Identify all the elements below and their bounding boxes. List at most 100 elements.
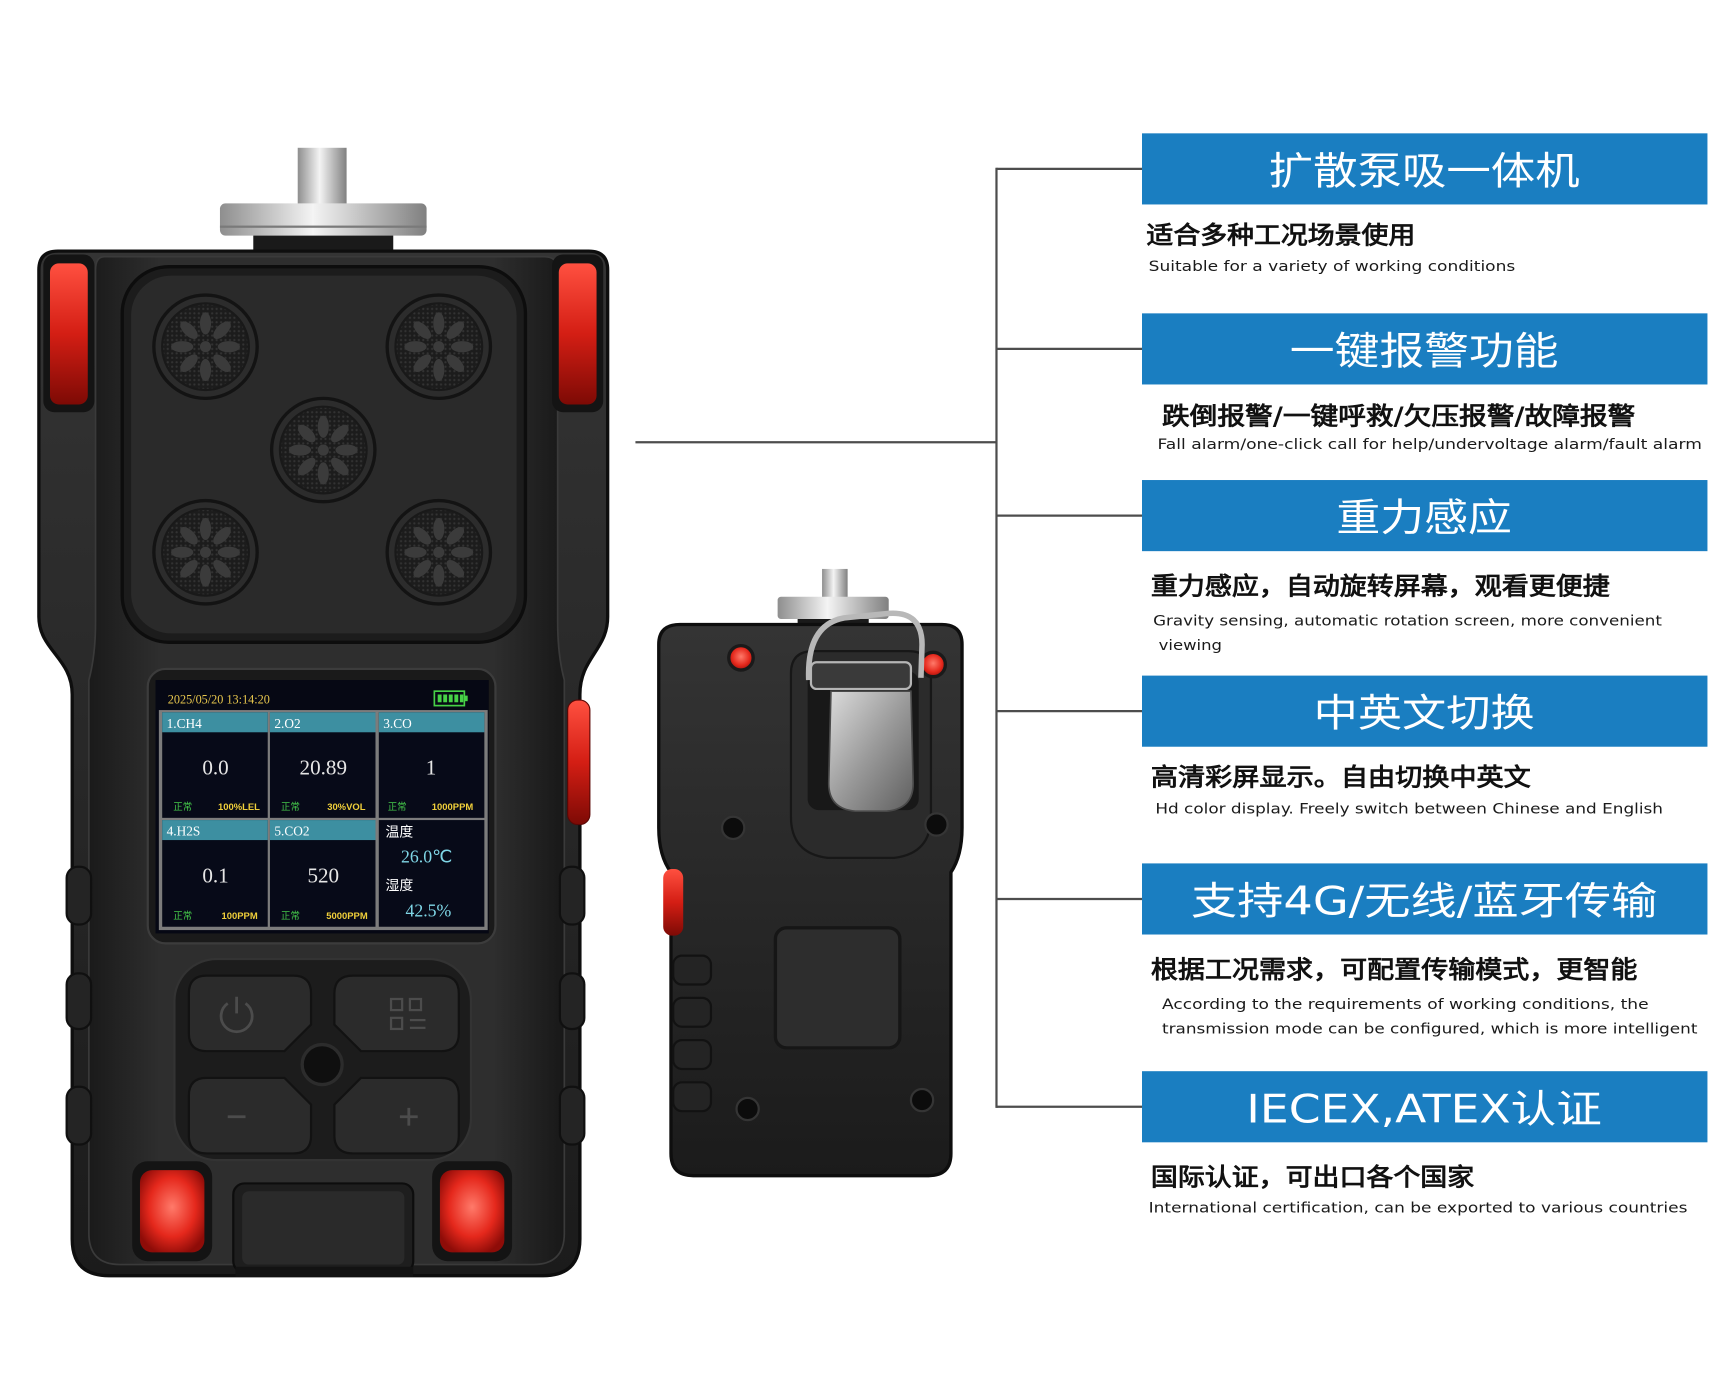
back-label-recess bbox=[773, 926, 902, 1050]
gas-cell-unit: 1000PPM bbox=[432, 802, 474, 813]
feature-title: IECEX,ATEX认证 bbox=[1246, 1087, 1601, 1132]
back-grip-rib bbox=[672, 954, 713, 986]
minus-button bbox=[187, 1076, 313, 1155]
gas-detector-back bbox=[657, 568, 964, 1178]
battery-bar bbox=[437, 694, 442, 703]
gas-cell-status: 正常 bbox=[173, 910, 192, 922]
left-grip bbox=[65, 1085, 93, 1146]
device-screen: 2025/05/20 13:14:20 1.CH4 0.0 正常 100%LEL… bbox=[155, 680, 489, 934]
back-alarm-light-right bbox=[919, 650, 948, 679]
right-grip bbox=[558, 972, 586, 1031]
feature-description-cn: 根据工况需求，可配置传输模式，更智能 bbox=[1151, 955, 1638, 984]
bottom-left-alarm-light bbox=[139, 1170, 205, 1253]
right-alarm-light bbox=[558, 263, 597, 405]
feature-description-cn: 跌倒报警/一键呼救/欠压报警/故障报警 bbox=[1162, 401, 1636, 430]
feature-description-cn: 高清彩屏显示。自由切换中英文 bbox=[1151, 763, 1532, 792]
feature-title: 支持4G/无线/蓝牙传输 bbox=[1191, 880, 1658, 925]
battery-bar bbox=[448, 694, 453, 703]
feature-description-en: According to the requirements of working… bbox=[1162, 997, 1649, 1013]
humidity-label: 湿度 bbox=[385, 878, 413, 894]
plus-button bbox=[333, 1076, 460, 1155]
feature-description-cn: 重力感应，自动旋转屏幕，观看更便捷 bbox=[1151, 571, 1610, 600]
gas-cell-label: 2.O2 bbox=[274, 716, 300, 731]
feature-item: 一键报警功能 跌倒报警/一键呼救/欠压报警/故障报警 Fall alarm/on… bbox=[1142, 313, 1708, 453]
temperature-value: 26.0℃ bbox=[401, 846, 452, 866]
feature-description-en: Hd color display. Freely switch between … bbox=[1155, 801, 1663, 817]
gas-cell-unit: 100%LEL bbox=[218, 802, 260, 813]
gas-cell-header bbox=[269, 712, 376, 733]
gas-cell-value: 0.0 bbox=[202, 756, 228, 780]
env-cell bbox=[378, 820, 485, 927]
gas-cell-unit: 100PPM bbox=[222, 911, 258, 922]
gas-cell-status: 正常 bbox=[281, 910, 300, 922]
back-grip-rib bbox=[672, 1038, 713, 1071]
sensor-grille-top-right bbox=[384, 292, 494, 402]
battery-bar bbox=[459, 694, 464, 703]
feature-title-bar bbox=[1142, 133, 1708, 205]
battery-bar bbox=[443, 694, 448, 703]
menu-button bbox=[333, 974, 460, 1053]
feature-title: 一键报警功能 bbox=[1290, 329, 1559, 374]
gas-cell-label: 1.CH4 bbox=[167, 716, 203, 731]
feature-title: 中英文切换 bbox=[1314, 692, 1535, 737]
gas-cell-unit: 30%VOL bbox=[327, 802, 366, 813]
bottom-port-lip bbox=[235, 1266, 414, 1277]
left-alarm-light bbox=[49, 263, 88, 405]
humidity-value: 42.5% bbox=[405, 901, 451, 921]
feature-description-cn: 国际认证，可出口各个国家 bbox=[1151, 1163, 1475, 1192]
gas-cell-label: 4.H2S bbox=[167, 824, 201, 839]
gas-cell-value: 0.1 bbox=[202, 863, 228, 887]
feature-description-en: viewing bbox=[1159, 638, 1222, 654]
back-side-sos-button bbox=[663, 868, 684, 936]
connector-lines bbox=[635, 167, 1143, 1108]
feature-item: 扩散泵吸一体机 适合多种工况场景使用 Suitable for a variet… bbox=[1142, 133, 1708, 275]
sensor-grille-bottom-right bbox=[384, 497, 494, 607]
sensor-grille-center bbox=[268, 395, 378, 505]
gas-cell-header bbox=[378, 712, 485, 733]
power-icon bbox=[219, 996, 254, 1034]
gas-cell-header bbox=[162, 712, 268, 733]
gas-cell-label: 3.CO bbox=[383, 716, 412, 731]
gas-cell-status: 正常 bbox=[173, 801, 192, 813]
feature-item: IECEX,ATEX认证 国际认证，可出口各个国家 International … bbox=[1142, 1071, 1708, 1216]
temperature-label: 温度 bbox=[385, 825, 413, 841]
gas-cell-header bbox=[162, 820, 268, 841]
feature-description-en: Gravity sensing, automatic rotation scre… bbox=[1153, 614, 1662, 630]
gas-cell-value: 20.89 bbox=[300, 756, 347, 780]
qr-square bbox=[389, 997, 404, 1012]
gas-cell-value: 1 bbox=[426, 756, 437, 780]
right-grip bbox=[558, 865, 586, 926]
screw-hole bbox=[735, 1096, 760, 1122]
qr-square bbox=[389, 1016, 404, 1031]
feature-title: 扩散泵吸一体机 bbox=[1269, 149, 1580, 194]
power-icon-arc bbox=[219, 1002, 254, 1034]
feature-title-bar bbox=[1142, 480, 1708, 552]
battery-icon bbox=[433, 690, 468, 707]
feature-item: 支持4G/无线/蓝牙传输 根据工况需求，可配置传输模式，更智能 Accordin… bbox=[1142, 863, 1708, 1037]
feature-item: 重力感应 重力感应，自动旋转屏幕，观看更便捷 Gravity sensing, … bbox=[1142, 480, 1708, 654]
side-sos-button bbox=[567, 699, 591, 826]
feature-description-en: Fall alarm/one-click call for help/under… bbox=[1158, 437, 1702, 453]
back-top-connector-rod bbox=[822, 568, 848, 601]
metal-ring bbox=[805, 610, 925, 681]
belt-clip-hinge bbox=[809, 661, 913, 691]
top-connector-cap bbox=[219, 203, 427, 236]
feature-description-en: Suitable for a variety of working condit… bbox=[1149, 259, 1516, 275]
feature-item: 中英文切换 高清彩屏显示。自由切换中英文 Hd color display. F… bbox=[1142, 675, 1708, 817]
power-button bbox=[187, 974, 313, 1053]
screen-datetime: 2025/05/20 13:14:20 bbox=[168, 692, 270, 706]
right-grip bbox=[558, 1085, 586, 1146]
feature-title-bar bbox=[1142, 313, 1708, 385]
bottom-port-cover bbox=[242, 1191, 405, 1265]
feature-title-bar bbox=[1142, 1071, 1708, 1143]
sensor-grille-bottom-left bbox=[151, 497, 260, 607]
gas-cell-status: 正常 bbox=[281, 801, 300, 813]
gas-cell-unit: 5000PPM bbox=[326, 911, 368, 922]
gas-cell-label: 5.CO2 bbox=[274, 824, 309, 839]
screw-hole bbox=[909, 1087, 935, 1113]
screw-hole bbox=[924, 812, 949, 837]
battery-bar bbox=[454, 694, 459, 703]
left-grip bbox=[65, 972, 93, 1031]
back-grip-rib bbox=[672, 996, 713, 1028]
gas-cell-value: 520 bbox=[307, 863, 339, 887]
